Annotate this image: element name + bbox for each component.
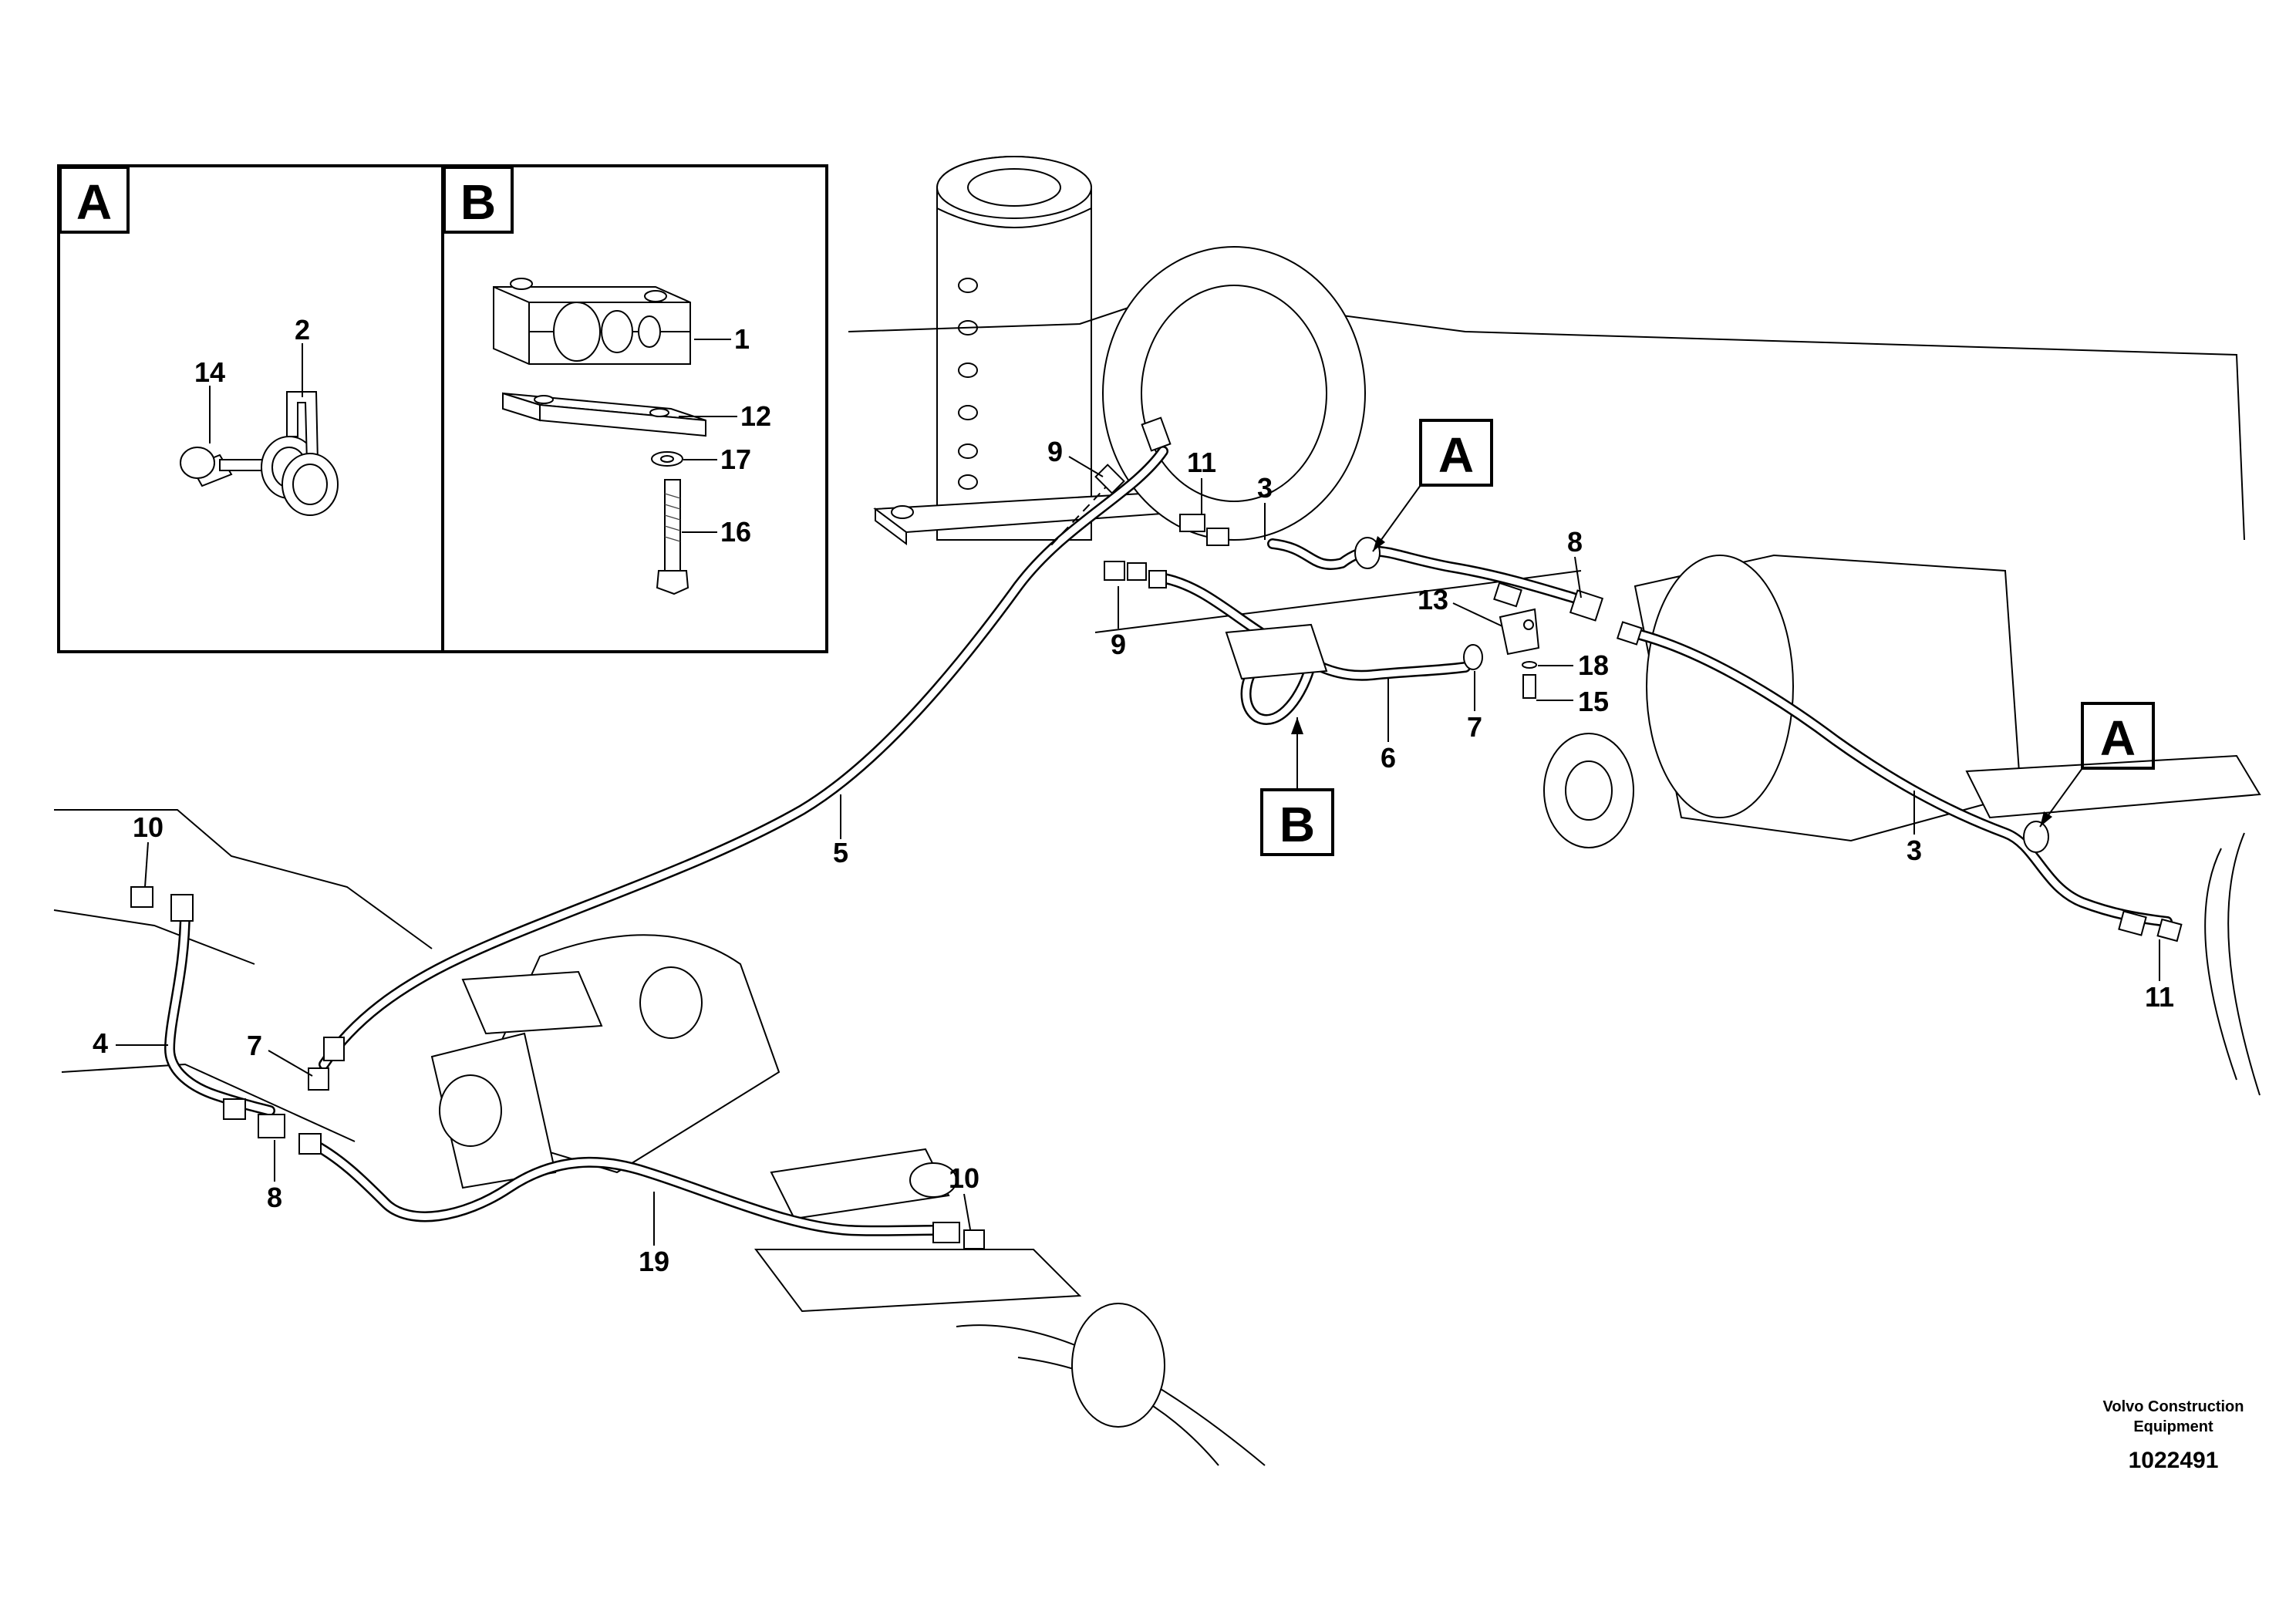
callout-11-top: 11 xyxy=(1187,447,1216,478)
rear-axle-housing xyxy=(848,246,2261,1096)
view-marker-a-right: A xyxy=(2039,702,2155,828)
view-marker-a-upper: A xyxy=(1372,419,1493,552)
plate-illustration xyxy=(502,392,706,437)
callout-17: 17 xyxy=(720,443,751,475)
callout-6: 6 xyxy=(1381,742,1396,774)
callout-5: 5 xyxy=(833,837,848,868)
svg-text:B: B xyxy=(1279,797,1315,852)
callout-10-bottom: 10 xyxy=(949,1162,979,1194)
credit-line-1: Volvo Construction xyxy=(2103,1398,2244,1415)
callout-1: 1 xyxy=(734,323,750,355)
hose-19 xyxy=(303,1136,939,1236)
document-number: 1022491 xyxy=(2129,1448,2219,1473)
detail-a-letter: A xyxy=(76,174,112,230)
svg-text:A: A xyxy=(1438,427,1474,483)
detail-b-letter-box xyxy=(443,166,514,234)
credit-line-2: Equipment xyxy=(2133,1418,2213,1435)
callout-14: 14 xyxy=(194,356,225,388)
callout-9-lower: 9 xyxy=(1111,629,1126,660)
hose-3-right xyxy=(1626,627,2173,927)
callout-10-left: 10 xyxy=(133,811,164,843)
callout-9-top: 9 xyxy=(1047,436,1063,467)
callout-8-top: 8 xyxy=(1567,526,1583,558)
callout-7-mid: 7 xyxy=(1467,711,1482,743)
callout-3-top: 3 xyxy=(1257,472,1273,504)
callout-19: 19 xyxy=(639,1246,669,1277)
hose-5 xyxy=(319,446,1168,1070)
callout-11-right: 11 xyxy=(2145,981,2174,1013)
washer-illustration xyxy=(651,451,683,467)
callout-2: 2 xyxy=(295,314,310,346)
callout-8-left: 8 xyxy=(267,1182,282,1213)
callout-3-right: 3 xyxy=(1907,835,1922,866)
callout-18: 18 xyxy=(1578,649,1609,681)
bolt-illustration xyxy=(656,479,689,595)
detail-b-letter: B xyxy=(460,174,496,230)
detail-view-panel: A B 2 14 xyxy=(57,164,828,653)
clamp-block-illustration xyxy=(493,278,691,365)
callout-4: 4 xyxy=(93,1027,108,1059)
fittings xyxy=(130,416,2183,1249)
detail-a-letter-box xyxy=(59,166,130,234)
svg-text:A: A xyxy=(2100,710,2136,766)
swivel-cylinder xyxy=(936,156,1092,541)
clamp-illustration xyxy=(180,391,339,516)
hose-3-upper xyxy=(1267,538,1579,603)
callout-16: 16 xyxy=(720,516,751,548)
callout-15: 15 xyxy=(1578,686,1609,717)
view-marker-b: B xyxy=(1260,717,1334,856)
callout-7-left: 7 xyxy=(247,1030,262,1061)
front-axle-frame xyxy=(53,809,1266,1466)
callout-labels: 9 9 11 3 8 13 18 15 7 6 5 3 11 10 4 7 8 xyxy=(93,436,2174,1277)
callout-13: 13 xyxy=(1418,584,1448,615)
callout-12: 12 xyxy=(740,400,771,432)
